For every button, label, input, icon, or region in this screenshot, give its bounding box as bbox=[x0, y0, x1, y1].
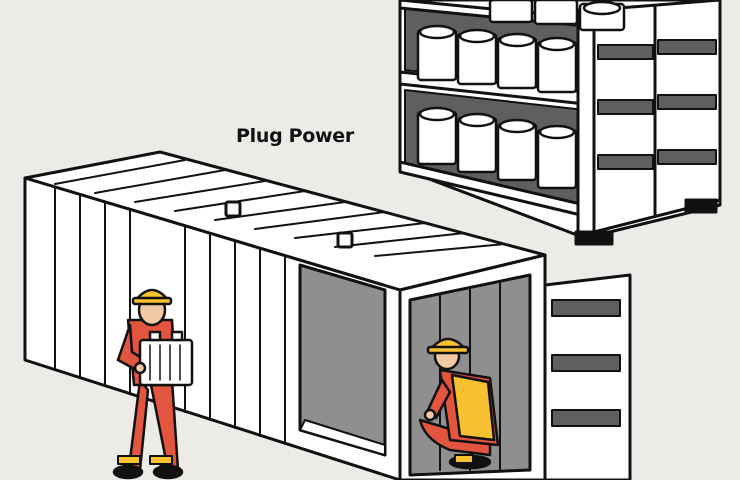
hardhat-icon bbox=[426, 337, 470, 355]
hardhat-icon bbox=[131, 288, 173, 306]
battery-icon bbox=[578, 0, 626, 32]
battery-icon bbox=[496, 118, 538, 182]
battery-icon bbox=[138, 330, 194, 387]
battery-cells-top bbox=[416, 0, 626, 94]
worker-crouching bbox=[418, 337, 500, 470]
battery-icon bbox=[533, 0, 579, 26]
battery-icon bbox=[456, 112, 498, 174]
worker-carrying bbox=[112, 288, 194, 480]
battery-icon bbox=[456, 28, 498, 86]
shipping-container bbox=[23, 150, 632, 480]
battery-icon bbox=[416, 106, 458, 166]
brand-logo: Plug Power bbox=[236, 125, 354, 147]
battery-icon bbox=[416, 24, 458, 82]
battery-icon bbox=[536, 124, 578, 190]
battery-cells-bottom bbox=[416, 106, 578, 190]
battery-icon bbox=[536, 36, 578, 94]
battery-icon bbox=[488, 0, 534, 24]
battery-icon bbox=[496, 32, 538, 90]
